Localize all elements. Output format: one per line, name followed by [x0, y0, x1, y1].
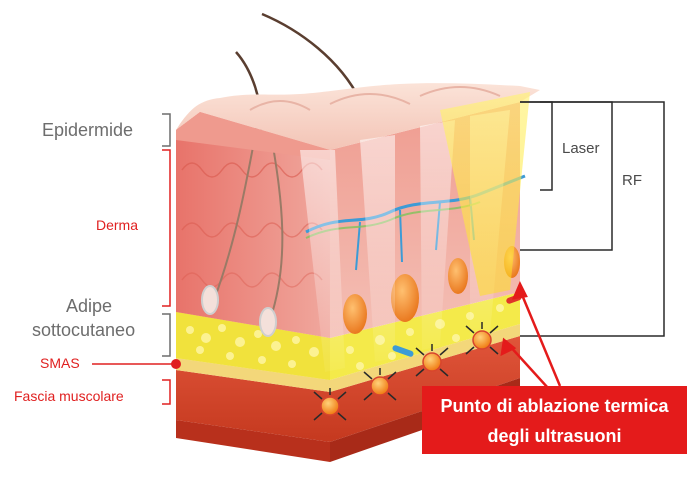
- fat-label-line1: Adipe: [66, 296, 112, 317]
- smas-pointer: [92, 359, 181, 369]
- rf-label: RF: [622, 172, 642, 189]
- epidermis-label: Epidermide: [42, 120, 133, 141]
- fat-label-line2: sottocutaneo: [32, 320, 135, 341]
- right-brackets: [520, 102, 664, 336]
- callout-line2: degli ultrasuoni: [422, 421, 687, 451]
- left-brackets: [162, 114, 170, 404]
- ultrasound-ablation-callout: Punto di ablazione termica degli ultrasu…: [422, 386, 687, 454]
- callout-line1: Punto di ablazione termica: [422, 391, 687, 421]
- smas-label: SMAS: [40, 355, 80, 371]
- laser-label: Laser: [562, 140, 600, 157]
- dermis-label: Derma: [96, 217, 138, 233]
- muscle-fascia-label: Fascia muscolare: [14, 388, 124, 404]
